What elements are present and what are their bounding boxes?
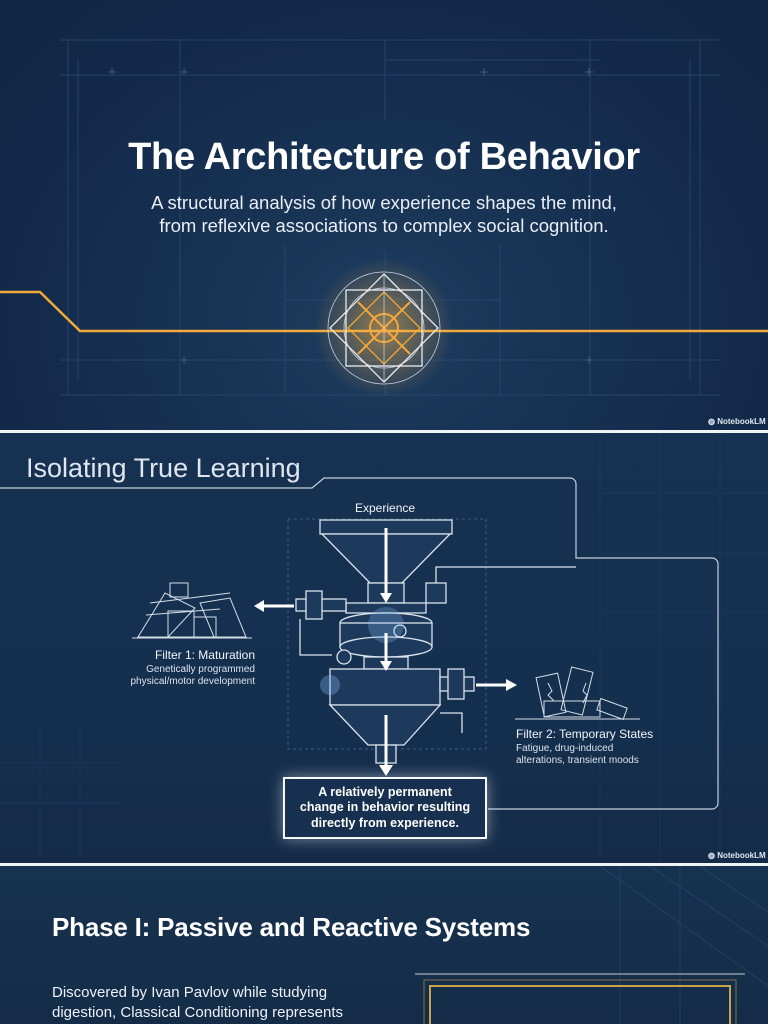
filter2-block: Filter 2: Temporary States Fatigue, drug…	[516, 727, 686, 767]
machine-diagram	[0, 433, 768, 863]
brand-label: ◍ NotebookLM	[708, 851, 766, 860]
filter1-desc-line1: Genetically programmed	[146, 664, 255, 675]
result-definition-box: A relatively permanent change in behavio…	[283, 777, 487, 839]
filter1-desc-line2: physical/motor development	[130, 676, 255, 687]
subtitle-line-1: A structural analysis of how experience …	[151, 192, 617, 213]
brand-label: ◍ NotebookLM	[708, 417, 766, 426]
battery-icon	[515, 666, 640, 721]
body-line-2: digestion, Classical Conditioning repres…	[52, 1004, 343, 1021]
blueprint-background	[0, 39, 768, 398]
notebook-logo-icon: ◍	[708, 851, 718, 860]
notebook-logo-icon: ◍	[708, 417, 718, 426]
slide-title: Isolating True Learning	[26, 453, 301, 483]
filter2-desc-line2: alterations, transient moods	[516, 755, 639, 766]
title-slide: The Architecture of Behavior A structura…	[0, 0, 768, 430]
gold-frame	[423, 979, 737, 1024]
learning-slide: Isolating True Learning Experience Filte…	[0, 433, 768, 863]
filter2-desc-line1: Fatigue, drug-induced	[516, 743, 614, 754]
experience-label: Experience	[355, 501, 416, 515]
maturation-blocks-icon	[132, 582, 252, 639]
filter1-title: Filter 1: Maturation	[154, 648, 255, 662]
body-line-1: Discovered by Ivan Pavlov while studying	[52, 984, 328, 1001]
filter2-title: Filter 2: Temporary States	[516, 727, 654, 741]
slide-title: The Architecture of Behavior	[128, 136, 640, 178]
result-line-1: A relatively permanent	[318, 784, 452, 799]
geometric-emblem-icon	[327, 271, 441, 385]
result-line-2: change in behavior resulting	[299, 800, 471, 815]
result-line-3: directly from experience.	[311, 815, 459, 830]
filter1-block: Filter 1: Maturation Genetically program…	[120, 648, 255, 688]
slide-divider	[0, 430, 768, 433]
subtitle-line-2: from reflexive associations to complex s…	[159, 215, 609, 236]
slide-divider	[0, 863, 768, 866]
phase-one-slide: Phase I: Passive and Reactive Systems Di…	[0, 866, 768, 1024]
slide3-background	[415, 866, 768, 1024]
slide-title: Phase I: Passive and Reactive Systems	[52, 912, 531, 942]
